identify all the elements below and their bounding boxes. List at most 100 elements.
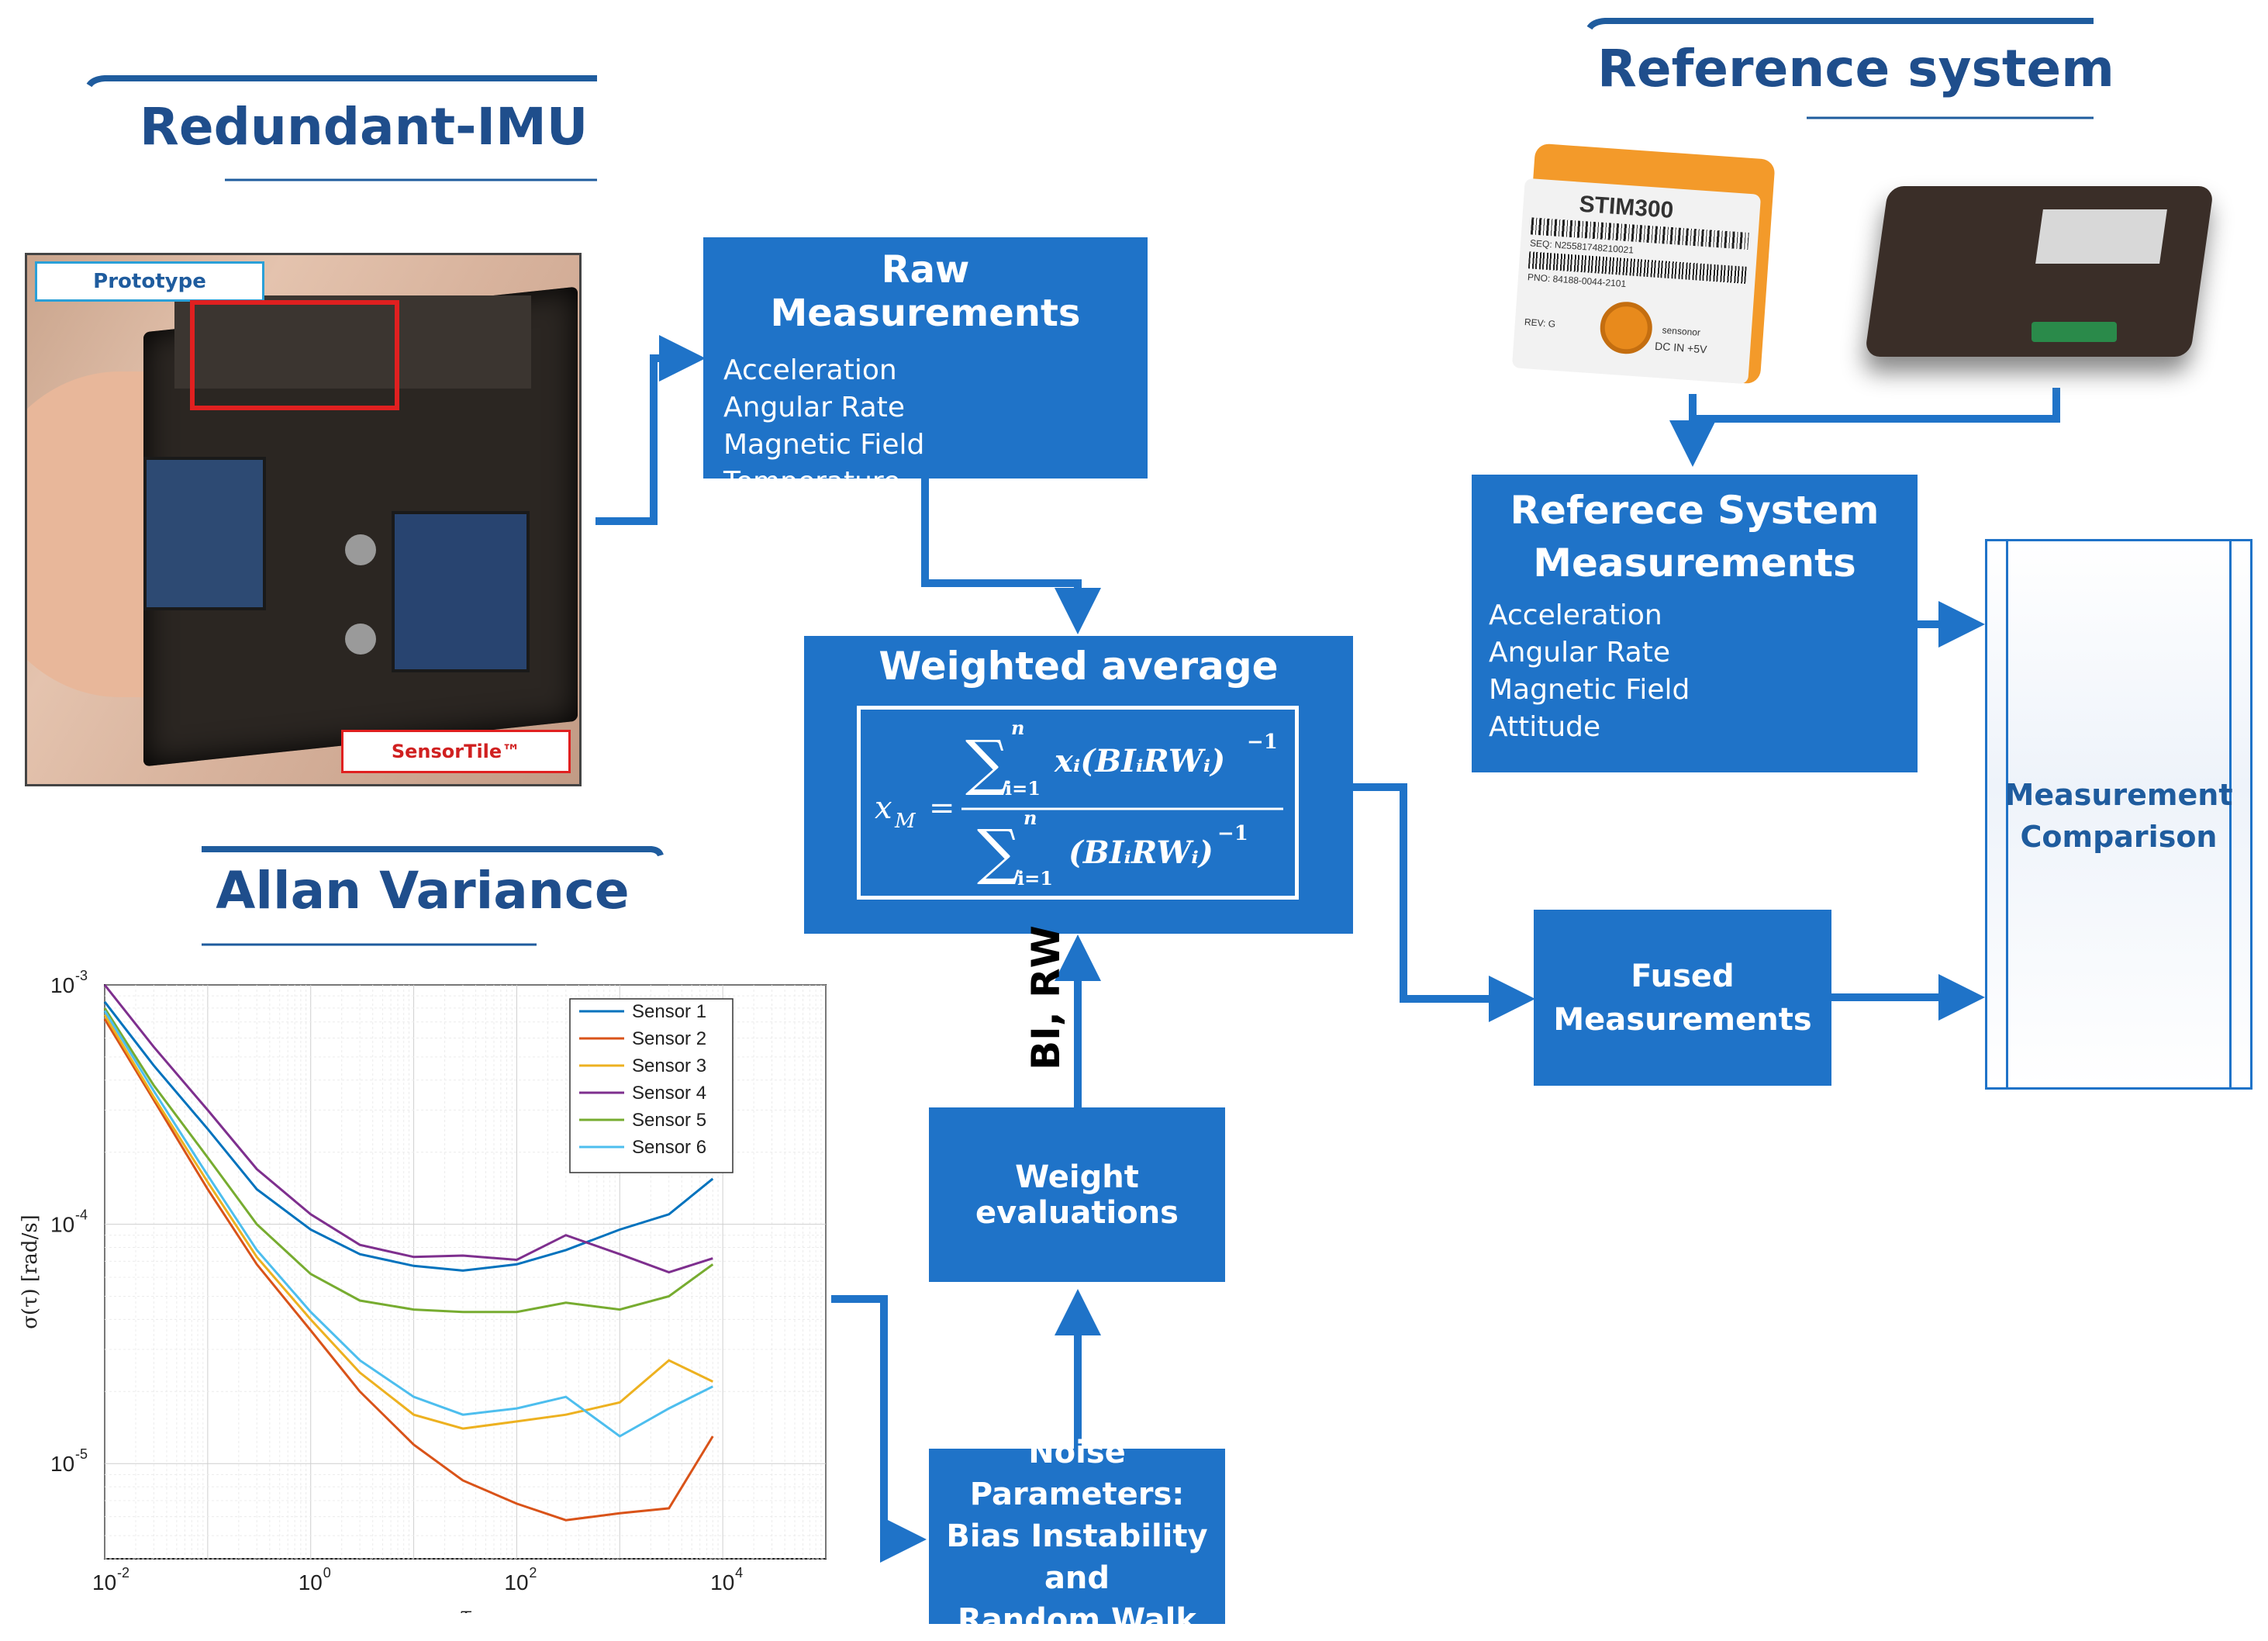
arrow-raw-to-weighted [921,478,1101,634]
noise-parameters-line: Random Walk [958,1602,1196,1638]
y-tick-label: 10 [50,1452,74,1476]
screw-2 [345,624,376,655]
raw-measurements-box: Raw Measurements Acceleration Angular Ra… [703,237,1148,498]
formula-sum-top: ∑ [965,728,1009,798]
legend-label: Sensor 1 [632,1001,706,1022]
formula-sum-bottom: ∑ [977,817,1020,887]
reference-measurements-title-2: Measurements [1533,541,1856,586]
formula-numerator: xᵢ(BIᵢRWᵢ) [1054,743,1225,779]
fused-measurements-line: Fused [1631,958,1735,994]
comparison-label-line: Comparison [2020,820,2218,854]
fused-measurements-line: Measurements [1553,1001,1812,1038]
x-tick-exponent: -2 [117,1565,129,1581]
x-axis-label: τ [459,1602,471,1613]
noise-parameters-line: Noise Parameters: [969,1435,1185,1512]
legend-label: Sensor 3 [632,1055,706,1076]
formula-numerator-exp: −1 [1247,731,1278,754]
raw-measurement-item: Acceleration [723,354,897,386]
prototype-label: Prototype [35,261,264,302]
formula-sum-bottom-lower: i=1 [1017,867,1053,890]
raw-measurement-item: Temperature [723,466,901,498]
raw-measurements-list: Acceleration Angular Rate Magnetic Field… [723,352,1148,501]
pcb-board-front [392,511,530,672]
sensortile-label: SensorTile™ [341,730,571,773]
x-tick-label: 10 [299,1570,323,1594]
x-tick-exponent: 2 [529,1565,537,1581]
reference-measurements-title-1: Referece System [1510,488,1880,533]
reference-measurements-list: Acceleration Angular Rate Magnetic Field… [1489,597,1918,746]
sensortile-label-text: SensorTile™ [391,741,521,762]
formula-denominator-exp: −1 [1217,822,1248,845]
y-tick-label: 10 [50,973,74,997]
y-axis-label: σ(τ) [rad/s] [19,1214,42,1329]
stim300-connector [1598,299,1655,356]
series-line [103,1010,713,1438]
arrow-imu-to-raw [595,335,706,525]
arrow-chart-to-noise [831,1295,927,1563]
title-redundant-imu: Redundant-IMU [140,97,589,157]
screw-1 [345,534,376,565]
noise-parameters-box: Noise Parameters: Bias Instability and R… [929,1435,1225,1638]
x-tick-exponent: 4 [735,1565,743,1581]
chart-legend [569,998,734,1173]
stim300-power-text: DC IN +5V [1654,339,1707,356]
formula-sum-bottom-upper: n [1024,807,1037,829]
reference-measurement-item: Angular Rate [1489,637,1670,668]
weighted-average-title: Weighted average [879,644,1279,689]
series-line [103,1007,714,1314]
arrow-weighted-to-fused [1353,783,1535,1022]
formula-lhs-sub: M [894,810,917,833]
raw-measurement-item: Magnetic Field [723,429,925,461]
weight-evaluations-label: Weight evaluations [975,1159,1179,1231]
reference-measurement-item: Acceleration [1489,599,1662,631]
stim300-device: STIM300 SEQ: N25581748210021 PNO: 84188-… [1511,143,1783,392]
measurement-comparison-box: Measurement Comparison [1985,539,2252,1090]
sensortile-highlight [190,300,399,410]
formula-frame: x M = ∑ n i=1 xᵢ(BIᵢRWᵢ) −1 ∑ n i=1 (BIᵢ… [857,706,1299,900]
prototype-label-text: Prototype [93,270,206,293]
title-allan-variance: Allan Variance [216,861,630,921]
comparison-label: Measurement Comparison [1987,774,2250,858]
edge-label-bi-rw: BI, RW [1024,925,1068,1070]
formula-sum-top-upper: n [1011,717,1024,739]
reference-measurement-item: Magnetic Field [1489,674,1690,706]
y-tick-exponent: -5 [75,1446,88,1462]
black-imu-connector [2032,322,2117,342]
noise-parameters-line: Bias Instability and [946,1518,1208,1596]
series-line [103,1000,714,1272]
arrow-devices-to-reference [1693,388,2060,459]
weighted-average-box: Weighted average x M = ∑ n i=1 xᵢ(BIᵢRWᵢ… [804,636,1353,934]
comparison-inner-line-right [2229,541,2232,1087]
legend-label: Sensor 4 [632,1083,706,1104]
formula-denominator: (BIᵢRWᵢ) [1068,834,1213,871]
black-imu-label [2035,209,2167,264]
x-tick-label: 10 [710,1570,734,1594]
reference-measurement-item: Attitude [1489,711,1601,743]
comparison-label-line: Measurement [2004,778,2233,812]
raw-measurements-title: Raw Measurements [770,248,1081,335]
raw-measurement-item: Angular Rate [723,392,905,423]
y-tick-exponent: -4 [75,1207,88,1223]
weighted-average-formula: x M = ∑ n i=1 xᵢ(BIᵢRWᵢ) −1 ∑ n i=1 (BIᵢ… [875,717,1283,890]
formula-equals: = [929,790,955,826]
imu-cube-top [174,295,531,389]
fused-measurements-box: Fused Measurements [1534,910,1831,1086]
series-line [103,984,713,1274]
series-line [103,1014,713,1430]
title-reference-system: Reference system [1597,39,2114,98]
x-tick-label: 10 [92,1570,116,1594]
y-tick-label: 10 [50,1213,74,1237]
comparison-inner-line-left [2006,541,2008,1087]
prototype-photo: Prototype SensorTile™ [25,253,582,786]
reference-measurements-box: Referece System Measurements Acceleratio… [1472,475,1918,772]
x-tick-exponent: 0 [323,1565,331,1581]
weight-evaluations-box: Weight evaluations [929,1107,1225,1282]
legend-label: Sensor 2 [632,1028,706,1049]
stim300-faceplate: STIM300 SEQ: N25581748210021 PNO: 84188-… [1511,178,1762,385]
y-tick-exponent: -3 [75,969,88,983]
x-tick-label: 10 [504,1570,528,1594]
black-imu-device [1861,163,2225,388]
formula-sum-top-lower: i=1 [1005,777,1041,800]
